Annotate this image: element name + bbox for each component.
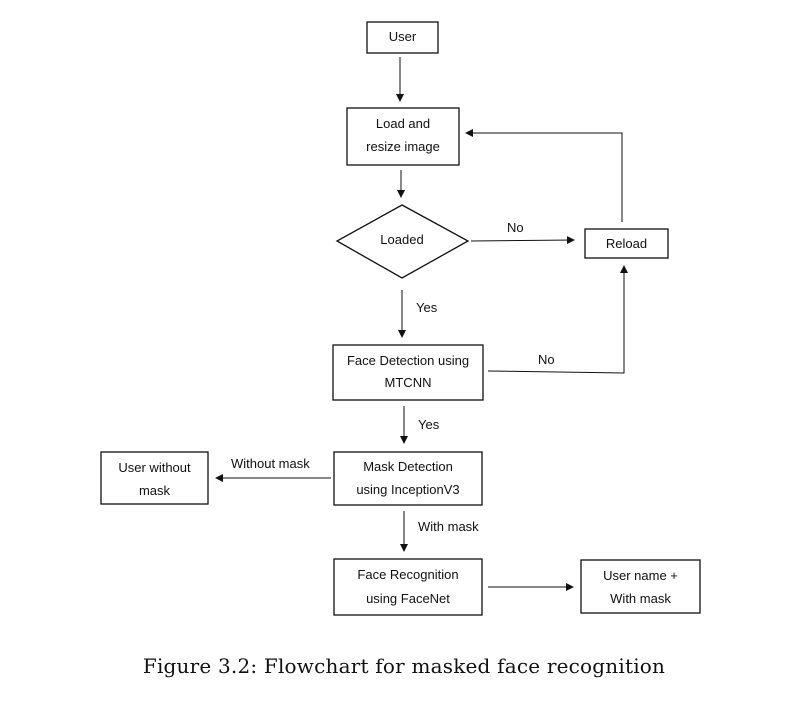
edge-label-face-no: No bbox=[538, 352, 555, 367]
node-load-label-line1: Load and bbox=[376, 116, 430, 131]
node-username-with-mask: User name + With mask bbox=[580, 559, 701, 614]
node-face-detection-label-line1: Face Detection using bbox=[347, 353, 469, 368]
node-user-without-mask: User without mask bbox=[100, 451, 209, 505]
node-loaded-label: Loaded bbox=[380, 232, 423, 247]
node-face-recognition-label-line2: using FaceNet bbox=[366, 591, 450, 606]
node-face-recognition-label-line1: Face Recognition bbox=[357, 567, 458, 582]
node-user-without-mask-label-line1: User without bbox=[118, 460, 191, 475]
node-mask-detection-label-line1: Mask Detection bbox=[363, 459, 453, 474]
edge-loaded-to-reload bbox=[470, 236, 575, 245]
edge-label-loaded-no: No bbox=[507, 220, 524, 235]
edge-label-face-yes: Yes bbox=[418, 417, 440, 432]
node-user-label: User bbox=[389, 29, 417, 44]
node-face-detection: Face Detection using MTCNN bbox=[332, 344, 484, 401]
edge-label-loaded-yes: Yes bbox=[416, 300, 438, 315]
node-loaded-decision: Loaded bbox=[335, 204, 470, 279]
edge-label-with-mask: With mask bbox=[418, 519, 479, 534]
node-user: User bbox=[366, 21, 439, 54]
node-face-detection-label-line2: MTCNN bbox=[385, 375, 432, 390]
node-reload-label: Reload bbox=[606, 236, 647, 251]
figure-caption: Figure 3.2: Flowchart for masked face re… bbox=[142, 654, 666, 678]
edge-reload-to-load bbox=[465, 129, 623, 222]
node-load-resize-image: Load and resize image bbox=[346, 107, 460, 166]
node-mask-detection-label-line2: using InceptionV3 bbox=[356, 482, 459, 497]
node-load-label-line2: resize image bbox=[366, 139, 440, 154]
edge-face-detection-to-reload bbox=[487, 265, 628, 374]
node-reload: Reload bbox=[584, 228, 669, 259]
node-user-without-mask-label-line2: mask bbox=[139, 483, 171, 498]
edge-label-without-mask: Without mask bbox=[231, 456, 310, 471]
node-face-recognition: Face Recognition using FaceNet bbox=[333, 558, 483, 616]
node-mask-detection: Mask Detection using InceptionV3 bbox=[333, 451, 483, 506]
node-username-with-mask-label-line2: With mask bbox=[610, 591, 671, 606]
node-username-with-mask-label-line1: User name + bbox=[603, 568, 678, 583]
